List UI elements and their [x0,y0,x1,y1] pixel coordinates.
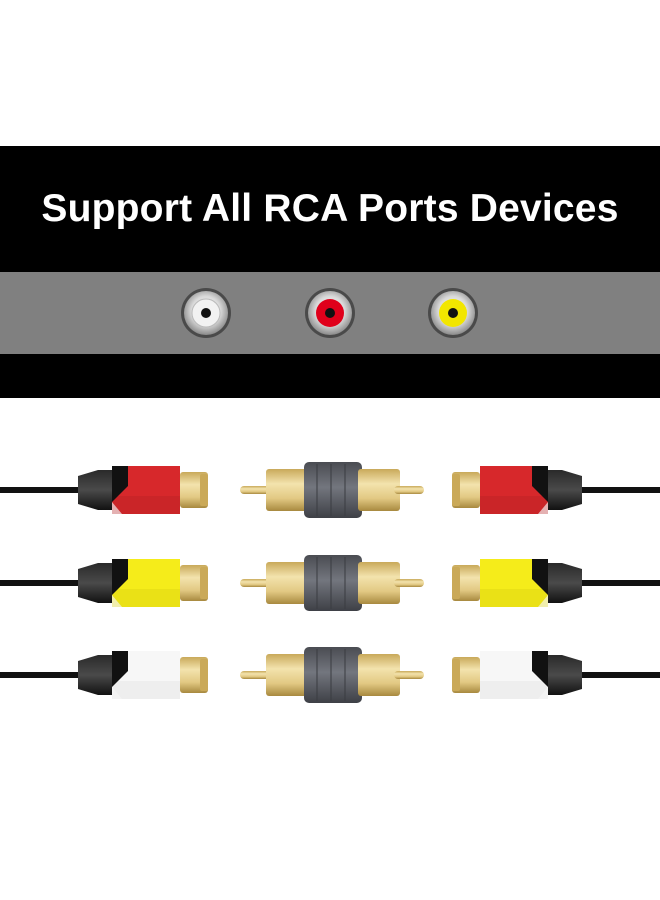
sleeve-shade [112,496,180,514]
right-pin [394,579,424,587]
strain-relief [78,655,112,695]
port-strip [0,272,660,354]
yellow-right-female-plug [452,559,660,607]
left-barrel [266,562,308,604]
color-sleeve [112,466,180,514]
banner: Support All RCA Ports Devices [0,146,660,398]
left-barrel [266,654,308,696]
right-pin [394,486,424,494]
right-barrel [358,469,400,511]
red-left-female-plug [0,466,208,514]
coupler-body [304,647,362,703]
sleeve-shade [480,589,548,607]
jack-rim [452,567,460,599]
sleeve-shade [112,589,180,607]
right-barrel [358,562,400,604]
strain-relief [548,470,582,510]
right-pin [394,671,424,679]
yellow-left-female-plug [0,559,208,607]
red-rca-port [305,288,355,338]
jack-rim [452,659,460,691]
left-pin [240,579,272,587]
white-rca-port [181,288,231,338]
port-panel-graphic [181,288,478,338]
white-coupler [240,647,424,703]
sleeve-notch [112,651,128,687]
strain-relief [548,563,582,603]
connector-grid [0,440,660,720]
color-sleeve [480,559,548,607]
color-sleeve [480,651,548,699]
cable [570,672,660,678]
yellow-connector-row [0,555,660,611]
yellow-coupler [240,555,424,611]
white-left-female-plug [0,651,208,699]
red-connector-row [0,462,660,518]
red-coupler [240,462,424,518]
sleeve-notch [532,466,548,502]
coupler-body [304,462,362,518]
cable [0,487,90,493]
left-barrel [266,469,308,511]
strain-relief [78,470,112,510]
sleeve-notch [532,559,548,595]
sleeve-shade [480,681,548,699]
strain-relief [78,563,112,603]
white-connector-row [0,647,660,703]
jack-rim [200,567,208,599]
yellow-rca-port [428,288,478,338]
sleeve-notch [532,651,548,687]
sleeve-notch [112,559,128,595]
color-sleeve [112,559,180,607]
right-barrel [358,654,400,696]
headline: Support All RCA Ports Devices [41,187,619,230]
sleeve-shade [112,681,180,699]
color-sleeve [112,651,180,699]
left-pin [240,486,272,494]
strain-relief [548,655,582,695]
white-right-female-plug [452,651,660,699]
color-sleeve [480,466,548,514]
jack-rim [200,659,208,691]
cable [570,487,660,493]
sleeve-shade [480,496,548,514]
coupler-body [304,555,362,611]
red-right-female-plug [452,466,660,514]
left-pin [240,671,272,679]
jack-rim [452,474,460,506]
sleeve-notch [112,466,128,502]
jack-rim [200,474,208,506]
cable [570,580,660,586]
cable [0,580,90,586]
cable [0,672,90,678]
connector-illustration [0,462,660,703]
